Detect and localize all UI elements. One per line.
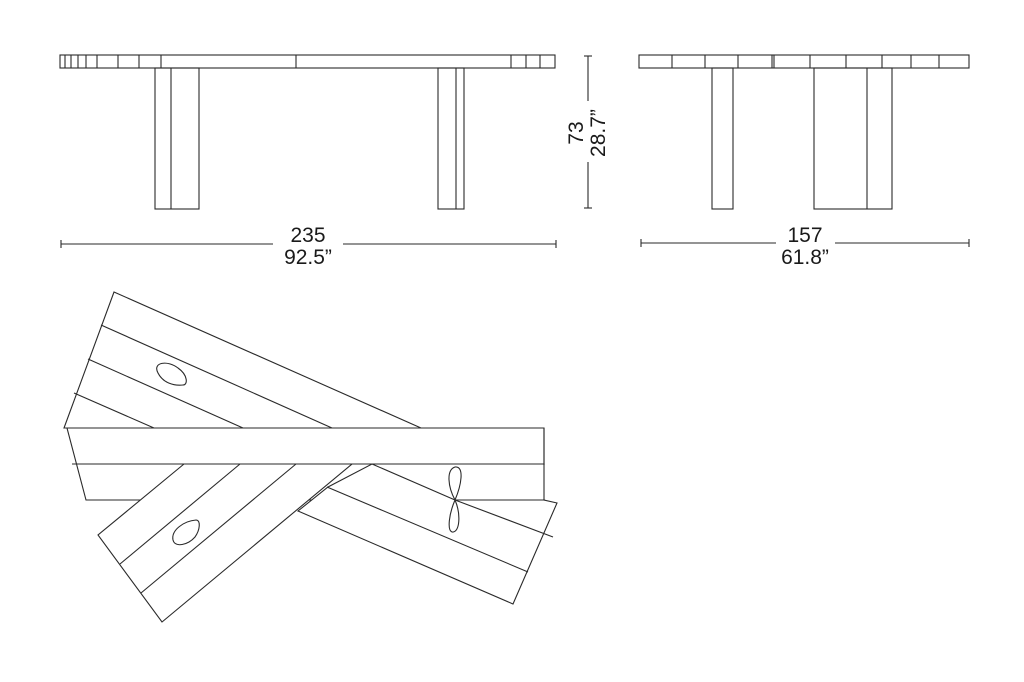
length-dimension-label: 235 92.5” [263,225,353,269]
width-inches: 61.8” [781,246,829,269]
width-dimension-line [640,239,970,247]
upper-knot [156,362,187,386]
height-dimension-label: 73 28.7” [565,88,610,178]
width-cm: 157 [787,224,823,247]
front-left-leg [154,67,200,210]
height-inches: 28.7” [587,109,610,157]
lower-left-knot [172,519,200,546]
length-dimension-line [60,240,557,248]
length-cm: 235 [290,224,326,247]
top-plan-view [63,291,558,623]
front-right-leg [437,67,465,210]
side-left-leg [711,67,734,210]
side-elevation-view [638,54,970,247]
length-inches: 92.5” [284,246,332,269]
lower-right-knot [448,466,462,533]
width-dimension-label: 157 61.8” [760,225,850,269]
front-tabletop [59,54,556,69]
upper-slanted-board [63,291,422,429]
height-cm: 73 [565,121,588,145]
side-tabletop [638,54,970,69]
side-right-leg [813,67,893,210]
height-dimension-line [584,55,592,209]
front-elevation-view [59,54,557,248]
